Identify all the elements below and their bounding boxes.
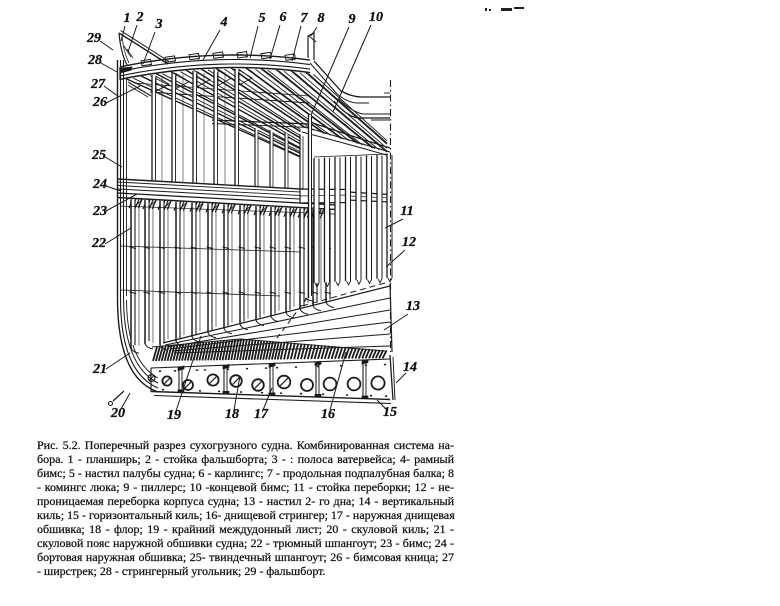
svg-text:17: 17 — [254, 407, 269, 422]
svg-text:9: 9 — [349, 12, 356, 27]
svg-text:19: 19 — [167, 408, 181, 423]
svg-text:28: 28 — [87, 53, 102, 68]
svg-text:6: 6 — [280, 10, 287, 25]
svg-text:12: 12 — [402, 235, 416, 250]
svg-text:18: 18 — [225, 407, 239, 422]
svg-text:1: 1 — [124, 11, 131, 26]
svg-text:2: 2 — [136, 10, 144, 25]
svg-text:16: 16 — [321, 407, 335, 422]
svg-text:27: 27 — [90, 77, 106, 92]
svg-text:7: 7 — [301, 11, 309, 26]
svg-text:13: 13 — [406, 299, 420, 314]
svg-text:24: 24 — [92, 177, 107, 192]
svg-text:25: 25 — [91, 148, 106, 163]
svg-text:29: 29 — [86, 31, 101, 46]
svg-text:20: 20 — [110, 406, 125, 421]
svg-text:15: 15 — [383, 405, 397, 420]
svg-text:26: 26 — [92, 95, 107, 110]
svg-text:10: 10 — [369, 10, 383, 25]
svg-text:3: 3 — [155, 17, 163, 32]
svg-text:21: 21 — [92, 362, 107, 377]
svg-text:22: 22 — [91, 236, 106, 251]
svg-text:5: 5 — [259, 11, 266, 26]
svg-text:14: 14 — [403, 360, 417, 375]
svg-text:8: 8 — [318, 11, 325, 26]
svg-text:4: 4 — [220, 15, 228, 30]
svg-text:11: 11 — [400, 204, 413, 219]
svg-text:23: 23 — [92, 204, 107, 219]
